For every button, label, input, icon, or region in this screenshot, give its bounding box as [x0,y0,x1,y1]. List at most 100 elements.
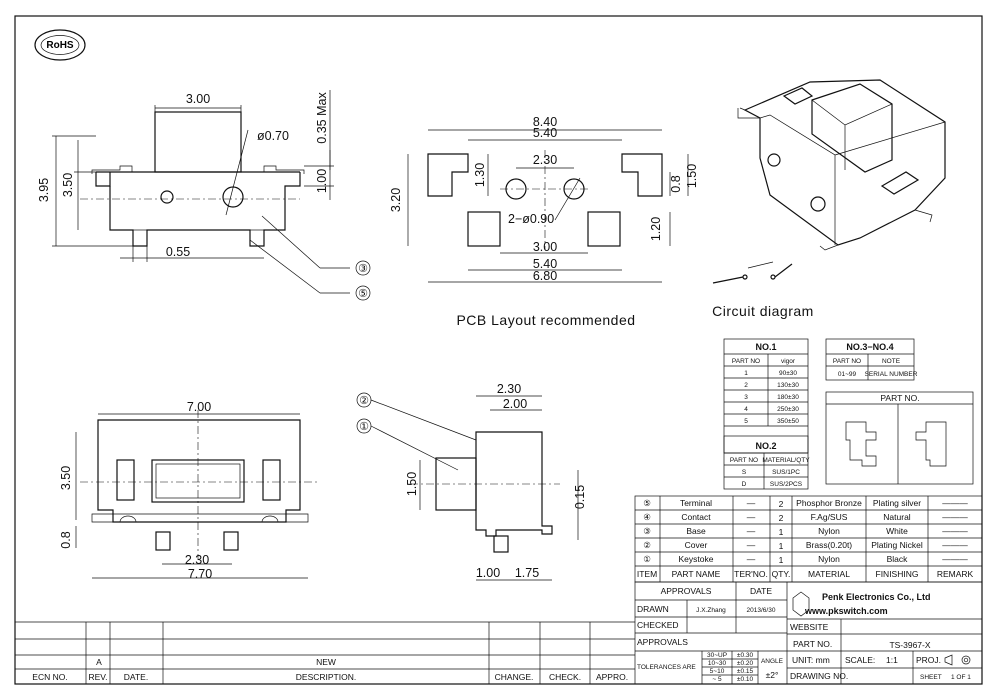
dim-0-55: 0.55 [166,245,190,259]
svg-text:F.Ag/SUS: F.Ag/SUS [811,512,848,522]
svg-text:Plating Nickel: Plating Nickel [871,540,923,550]
dim-3-95: 3.95 [37,178,51,202]
svg-text:—: — [747,540,756,550]
dim-5-40-top: 5.40 [533,126,557,140]
svg-text:4: 4 [744,406,748,413]
svg-text:PART NO: PART NO [730,457,758,464]
svg-text:NO.2: NO.2 [755,441,776,451]
dim-5-40-bot: 5.40 [533,257,557,271]
front-view: 7.00 3.50 0.8 2.30 7.70 [59,400,320,581]
company-logo [792,591,810,617]
rohs-logo: RoHS [34,29,86,61]
dim-6-80: 6.80 [533,269,557,283]
part-number: TS-3967-X [889,640,930,650]
svg-text:PART NAME: PART NAME [672,569,721,579]
dim-035max: 0.35 Max [315,92,329,144]
company-name: Penk Electronics Co., Ltd [822,592,931,602]
dim-2-30-end: 2.30 [497,382,521,396]
svg-text:130±30: 130±30 [777,382,799,389]
dim-1-75: 1.75 [515,566,539,580]
svg-text:1: 1 [779,555,784,565]
dim-3-50: 3.50 [61,173,75,197]
svg-text:NO.1: NO.1 [755,342,776,352]
svg-text:01~99: 01~99 [838,371,857,378]
dim-1-00-end: 1.00 [476,566,500,580]
svg-text:2: 2 [744,382,748,389]
svg-text:PROJ.: PROJ. [916,655,941,665]
circuit-caption: Circuit diagram [712,303,814,319]
svg-text:10~30: 10~30 [708,660,727,667]
svg-text:2: 2 [779,513,784,523]
svg-text:ITEM: ITEM [637,569,657,579]
svg-text:1 OF 1: 1 OF 1 [951,674,971,681]
svg-text:RoHS: RoHS [46,40,74,51]
callout-2: ② [359,395,369,407]
svg-text:PART NO: PART NO [732,358,760,365]
svg-text:±0.10: ±0.10 [737,676,754,683]
svg-text:———: ——— [942,526,968,536]
revision-block: A NEW ECN NO. REV. DATE. DESCRIPTION. CH… [15,621,635,684]
svg-text:±0.30: ±0.30 [737,652,754,659]
svg-text:5: 5 [744,418,748,425]
svg-text:CHECK.: CHECK. [549,672,581,682]
dim-1-30: 1.30 [473,163,487,187]
dim-3-00: 3.00 [186,92,210,106]
svg-text:White: White [886,526,908,536]
svg-text:TOLERANCES ARE: TOLERANCES ARE [637,664,696,671]
svg-text:Terminal: Terminal [680,498,712,508]
svg-text:~ 5: ~ 5 [712,676,722,683]
svg-text:Contact: Contact [681,512,711,522]
pcb-layout: 8.40 5.40 2.30 1.30 0.8 1.50 3.20 2−ø0.9… [389,115,699,328]
svg-text:Brass(0.20t): Brass(0.20t) [806,540,852,550]
dim-d070: ø0.70 [257,129,289,143]
svg-text:1: 1 [779,527,784,537]
dim-2-30-front: 2.30 [185,553,209,567]
circuit-symbol: Circuit diagram [712,261,814,319]
svg-text:WEBSITE: WEBSITE [790,622,829,632]
svg-text:Keystoke: Keystoke [679,554,714,564]
svg-text:Cover: Cover [685,540,708,550]
dim-3-00-pcb: 3.00 [533,240,557,254]
svg-text:Nylon: Nylon [818,526,840,536]
svg-text:ECN NO.: ECN NO. [32,672,67,682]
no2-table: NO.2 PART NO MATERIAL/QTY S SUS/1PC D SU… [723,435,810,490]
svg-text:Base: Base [686,526,706,536]
svg-text:±0.15: ±0.15 [737,668,754,675]
svg-text:2: 2 [779,499,784,509]
svg-text:D: D [742,481,747,488]
svg-text:S: S [742,469,747,476]
svg-text:2013/6/30: 2013/6/30 [747,607,776,614]
svg-text:PART NO.: PART NO. [793,639,832,649]
svg-text:Black: Black [887,554,909,564]
svg-text:SERIAL NUMBER: SERIAL NUMBER [865,371,918,378]
svg-text:—: — [747,512,756,522]
projection-symbol-icon [944,654,971,666]
svg-text:APPRO.: APPRO. [596,672,628,682]
svg-text:DATE: DATE [750,586,772,596]
svg-text:SCALE:: SCALE: [845,655,875,665]
dim-2-d090: 2−ø0.90 [508,212,554,226]
dim-0-8: 0.8 [669,175,683,192]
svg-text:DESCRIPTION.: DESCRIPTION. [296,672,356,682]
svg-text:QTY.: QTY. [772,569,791,579]
svg-text:5~10: 5~10 [710,668,725,675]
dim-0-15: 0.15 [573,485,587,509]
svg-text:30~UP: 30~UP [707,652,727,659]
dim-1-20: 1.20 [649,217,663,241]
dim-7-70: 7.70 [188,567,212,581]
svg-text:vigor: vigor [781,358,796,365]
svg-text:⑤: ⑤ [643,498,651,508]
svg-text:CHECKED: CHECKED [637,620,679,630]
svg-text:NEW: NEW [316,657,336,667]
svg-text:NOTE: NOTE [882,358,901,365]
svg-text:J.X.Zhang: J.X.Zhang [696,607,726,614]
callout-1: ① [359,421,369,433]
svg-text:DRAWN: DRAWN [637,604,669,614]
svg-text:Natural: Natural [883,512,911,522]
callout-5: ⑤ [358,288,368,300]
svg-text:1: 1 [744,370,748,377]
bom-table: ⑤ Terminal — 2 Phosphor Bronze Plating s… [634,495,983,583]
side-view: 3.00 ø0.70 0.35 Max 1.00 3.95 3.50 0.55 … [37,90,371,301]
svg-text:Plating silver: Plating silver [873,498,921,508]
